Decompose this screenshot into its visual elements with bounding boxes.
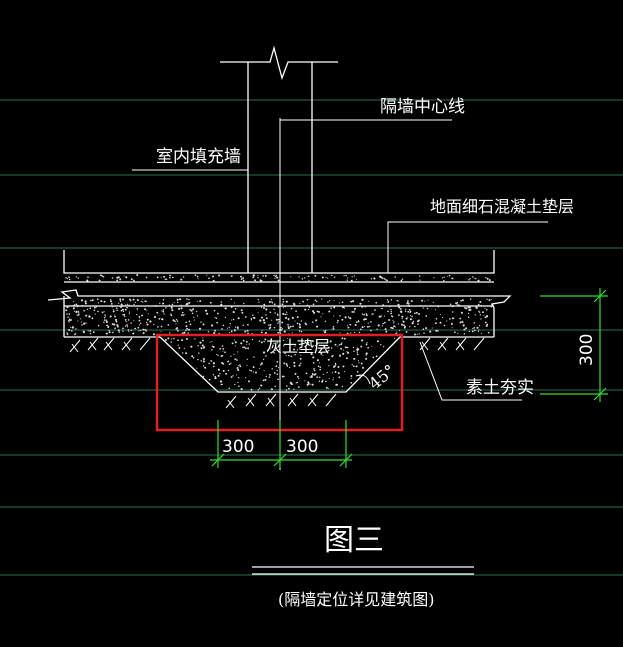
concrete-stipple: [65, 274, 493, 391]
partition-wall: [220, 45, 338, 470]
lime-soil-trench: [159, 336, 401, 393]
width-dimension-right-value: 300: [286, 437, 318, 457]
concrete-cushion-label: 地面细石混凝土垫层: [430, 197, 574, 216]
partition-centerline-label: 隔墙中心线: [380, 97, 465, 117]
slope-angle-mark: [355, 374, 371, 385]
width-dimension-left-value: 300: [222, 437, 254, 457]
figure-note: (隔墙定位详见建筑图): [278, 590, 435, 609]
leader-lines: [132, 119, 548, 401]
lime-soil-cushion-label: 灰土垫层: [266, 337, 330, 356]
height-dimension-value: 300: [577, 334, 597, 366]
slope-angle-label: 45°: [365, 361, 399, 394]
soil-hatch: [69, 337, 485, 409]
plain-soil-compacted-label: 素土夯实: [466, 378, 534, 398]
title-underline: [252, 566, 474, 575]
width-dimension: [210, 420, 353, 468]
height-dimension: [540, 288, 608, 402]
indoor-infill-wall-label: 室内填充墙: [156, 147, 241, 167]
figure-title: 图三: [324, 523, 384, 558]
concrete-cushion-slab: [47, 250, 512, 338]
